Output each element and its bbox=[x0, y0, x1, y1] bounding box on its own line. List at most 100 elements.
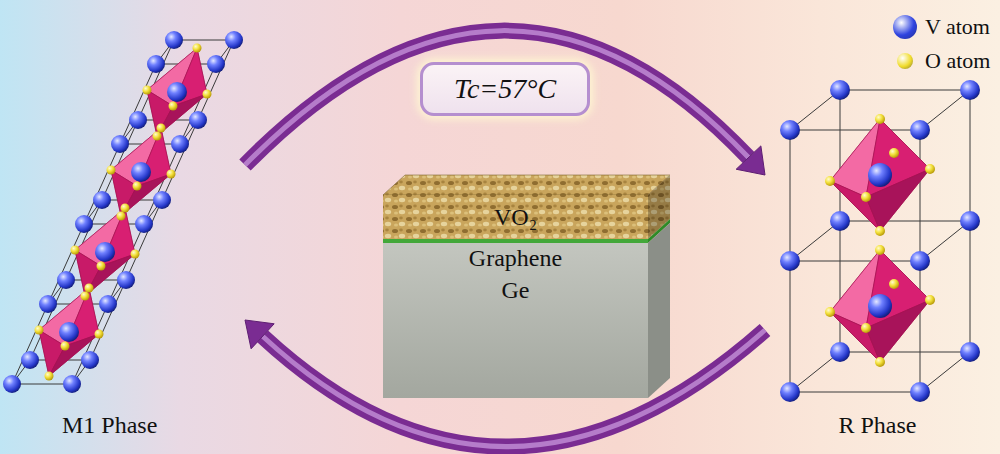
cell-edge bbox=[790, 130, 920, 131]
m1-structure bbox=[3, 31, 243, 393]
v-atom bbox=[207, 55, 225, 73]
o-atom bbox=[143, 86, 152, 95]
o-atom bbox=[889, 148, 899, 158]
v-atom bbox=[910, 251, 930, 271]
o-atom bbox=[875, 226, 885, 236]
structure-panel: M1 Phase bbox=[10, 15, 245, 445]
o-atom bbox=[167, 170, 176, 179]
v-atom bbox=[95, 242, 115, 262]
v-atom bbox=[135, 215, 153, 233]
cell-edge bbox=[790, 261, 920, 262]
v-atom bbox=[21, 351, 39, 369]
cycle-arrow bbox=[245, 31, 765, 175]
v-atom bbox=[165, 31, 183, 49]
v-atom bbox=[81, 351, 99, 369]
v-atom bbox=[93, 191, 111, 209]
layer-band: Graphene bbox=[383, 243, 648, 273]
v-atom bbox=[117, 271, 135, 289]
legend-label: V atom bbox=[925, 14, 990, 40]
o-atom bbox=[45, 372, 54, 381]
arrow-head bbox=[736, 146, 765, 175]
v-atom bbox=[147, 55, 165, 73]
arrow-head bbox=[245, 320, 274, 349]
o-atom bbox=[169, 102, 178, 111]
o-atom bbox=[157, 124, 166, 133]
o-atom bbox=[203, 90, 212, 99]
o-atom bbox=[71, 246, 80, 255]
cell-edge bbox=[840, 90, 970, 91]
v-atom bbox=[225, 31, 243, 49]
o-atom bbox=[889, 279, 899, 289]
o-atom bbox=[107, 166, 116, 175]
v-atom bbox=[111, 135, 129, 153]
layer-stack bbox=[383, 175, 670, 398]
v-atom bbox=[868, 163, 892, 187]
node-label: VO₂ bbox=[494, 204, 537, 231]
o-atom bbox=[95, 330, 104, 339]
v-atom bbox=[780, 251, 800, 271]
o-atom bbox=[925, 164, 935, 174]
octahedron-face bbox=[39, 288, 99, 376]
arrow-body bbox=[245, 31, 749, 165]
legend-label: O atom bbox=[925, 48, 990, 74]
v-atom bbox=[3, 375, 21, 393]
v-atom bbox=[171, 135, 189, 153]
arrow-body bbox=[263, 330, 765, 447]
o-atom bbox=[861, 323, 871, 333]
v-atom bbox=[63, 375, 81, 393]
v-atom bbox=[167, 82, 187, 102]
octahedron-face bbox=[111, 128, 171, 216]
node-label: M1 Phase bbox=[62, 412, 157, 439]
o-atom bbox=[61, 342, 70, 351]
cell-edge bbox=[840, 352, 970, 353]
o-atom bbox=[35, 326, 44, 335]
node-label: R Phase bbox=[839, 412, 917, 439]
o-atom bbox=[861, 192, 871, 202]
octahedron-face bbox=[830, 119, 930, 231]
temperature-box: Tc=57°C bbox=[420, 62, 590, 116]
cell-edge bbox=[12, 64, 156, 384]
node-label: Tc=57°C bbox=[454, 73, 556, 105]
v-atom bbox=[75, 215, 93, 233]
o-atom bbox=[131, 250, 140, 259]
v-atom bbox=[830, 211, 850, 231]
v-atom bbox=[830, 80, 850, 100]
v-atom bbox=[780, 382, 800, 402]
o-atom bbox=[825, 176, 835, 186]
octahedron-face bbox=[830, 250, 930, 362]
o-atom bbox=[133, 182, 142, 191]
v-atom bbox=[910, 382, 930, 402]
node-label: Graphene bbox=[469, 245, 562, 272]
o-atom bbox=[193, 44, 202, 53]
arrow-highlight bbox=[245, 31, 749, 165]
legend-swatch bbox=[897, 53, 913, 69]
o-atom bbox=[825, 307, 835, 317]
o-atom bbox=[121, 204, 130, 213]
cycle-arrow bbox=[245, 320, 765, 447]
cell-edge bbox=[790, 392, 920, 393]
v-atom bbox=[153, 191, 171, 209]
structure-panel: R Phase bbox=[765, 85, 990, 445]
layer-band: Ge bbox=[383, 273, 648, 398]
v-atom bbox=[960, 342, 980, 362]
arrow-highlight bbox=[263, 330, 765, 447]
v-atom bbox=[99, 295, 117, 313]
octahedron-face bbox=[147, 48, 207, 136]
layer-band: VO₂ bbox=[383, 195, 648, 239]
o-atom bbox=[97, 262, 106, 271]
o-atom bbox=[81, 292, 90, 301]
v-atom bbox=[960, 80, 980, 100]
v-atom bbox=[129, 111, 147, 129]
node-label: Ge bbox=[502, 277, 530, 304]
v-atom bbox=[868, 294, 892, 318]
o-atom bbox=[925, 295, 935, 305]
v-atom bbox=[780, 120, 800, 140]
r-structure bbox=[780, 80, 980, 402]
v-atom bbox=[830, 342, 850, 362]
cell-edge bbox=[90, 40, 234, 360]
v-atom bbox=[57, 271, 75, 289]
v-atom bbox=[189, 111, 207, 129]
octahedron-face bbox=[75, 208, 135, 296]
v-atom bbox=[960, 211, 980, 231]
o-atom bbox=[153, 132, 162, 141]
